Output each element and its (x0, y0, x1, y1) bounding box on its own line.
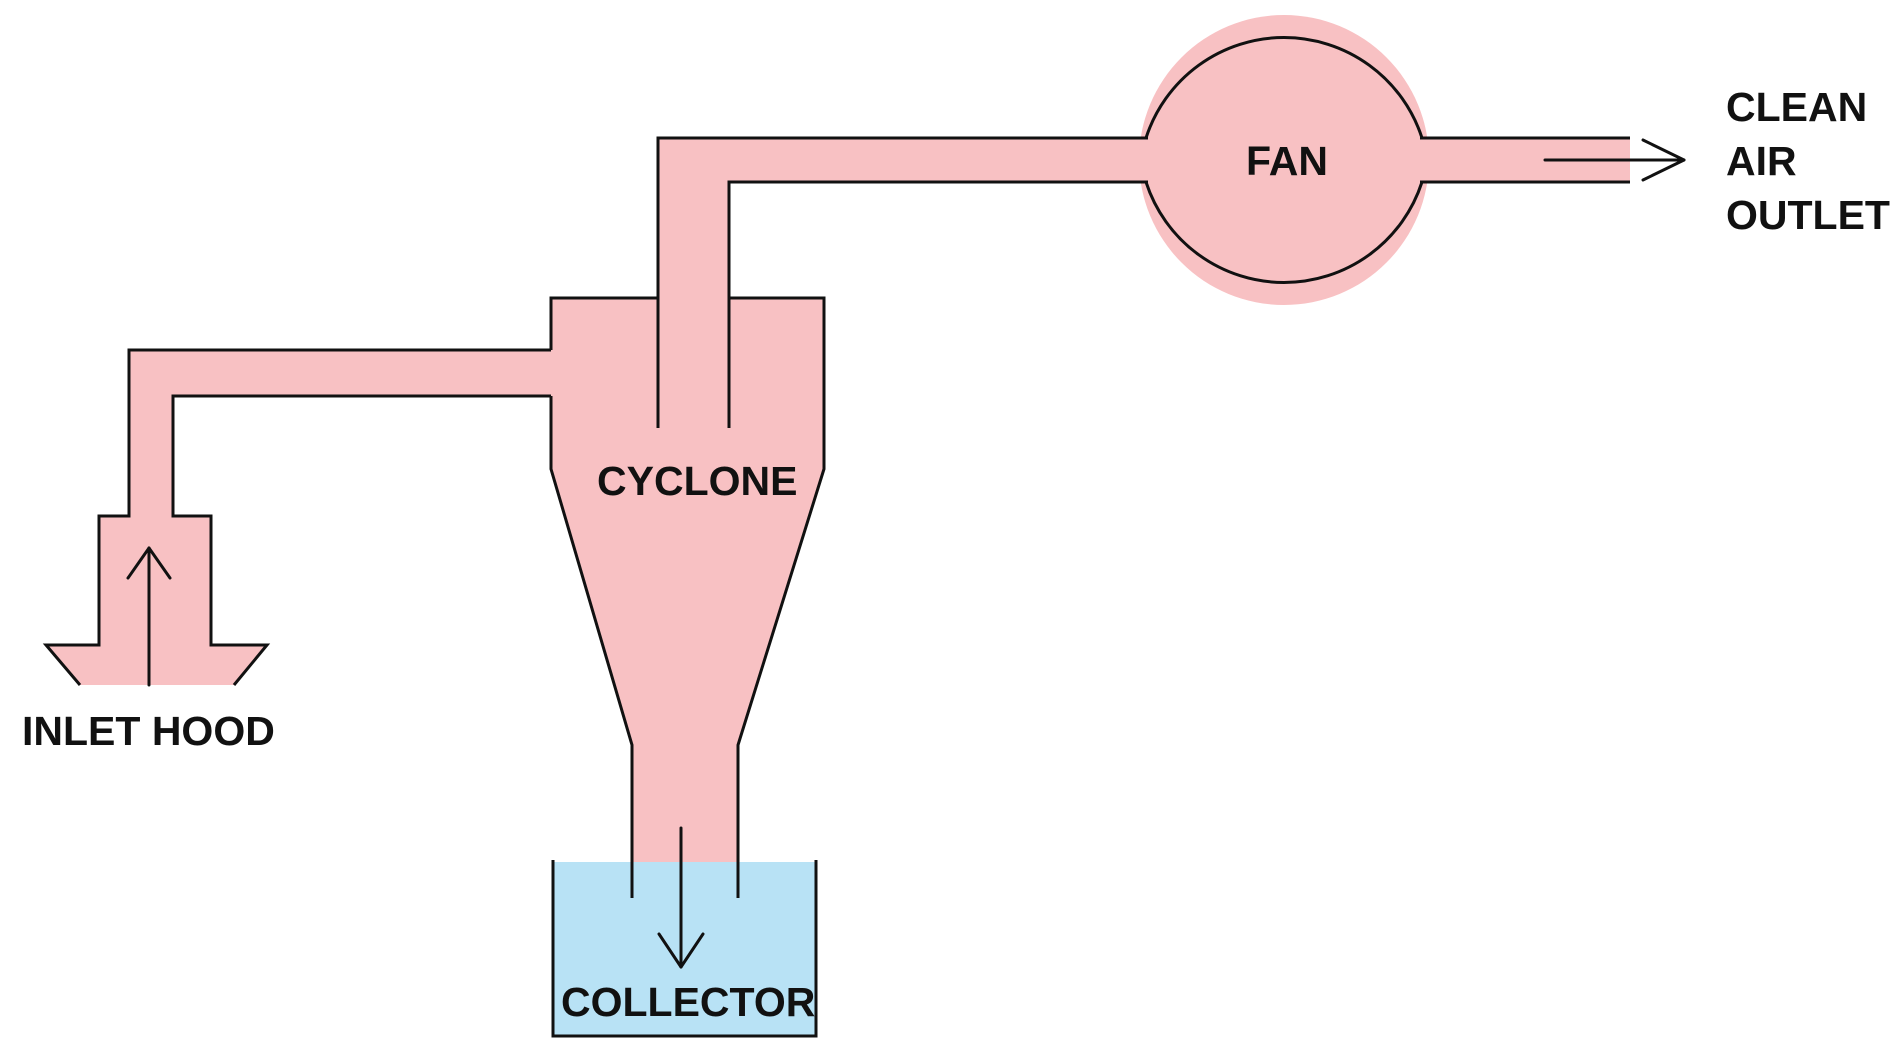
cyclone-outline-right (729, 296, 826, 898)
outlet-label-line2: AIR (1726, 138, 1797, 184)
inlet-flow-arrow (126, 546, 172, 687)
collector-flow-arrow (657, 826, 705, 969)
outlet-label-line1: CLEAN (1726, 84, 1867, 130)
flow-arrows (126, 138, 1686, 969)
fan-fill (1139, 15, 1429, 305)
fan-label: FAN (1246, 138, 1328, 184)
cyclone-outlet-riser-fill (658, 138, 729, 428)
outline-group (42, 36, 1630, 1038)
collector-fill (553, 862, 816, 1036)
duct-fill-group (46, 15, 1630, 862)
fan-inlet-duct-fill (658, 138, 1148, 182)
inlet-hood-fill (46, 516, 267, 685)
inlet-duct-horizontal-fill (129, 350, 554, 396)
riser-outer-wall (656, 136, 1148, 428)
outlet-label-line3: OUTLET (1726, 192, 1890, 238)
cyclone-body-fill (551, 298, 824, 862)
collector-outline (551, 860, 818, 1038)
inlet-hood-label: INLET HOOD (22, 708, 275, 754)
cyclone-outline-left-lower (549, 396, 634, 898)
fan-outline-bottom (1144, 181, 1424, 284)
cyclone-label: CYCLONE (597, 458, 797, 504)
collector-label: COLLECTOR (561, 979, 815, 1025)
fan-outline-top (1144, 36, 1424, 139)
outlet-flow-arrow (1543, 138, 1686, 182)
cyclone-outline-left (549, 296, 658, 350)
inlet-hood-outline (42, 348, 551, 686)
riser-inner-wall (727, 180, 1148, 428)
inlet-hood-inner-outline (171, 394, 551, 686)
